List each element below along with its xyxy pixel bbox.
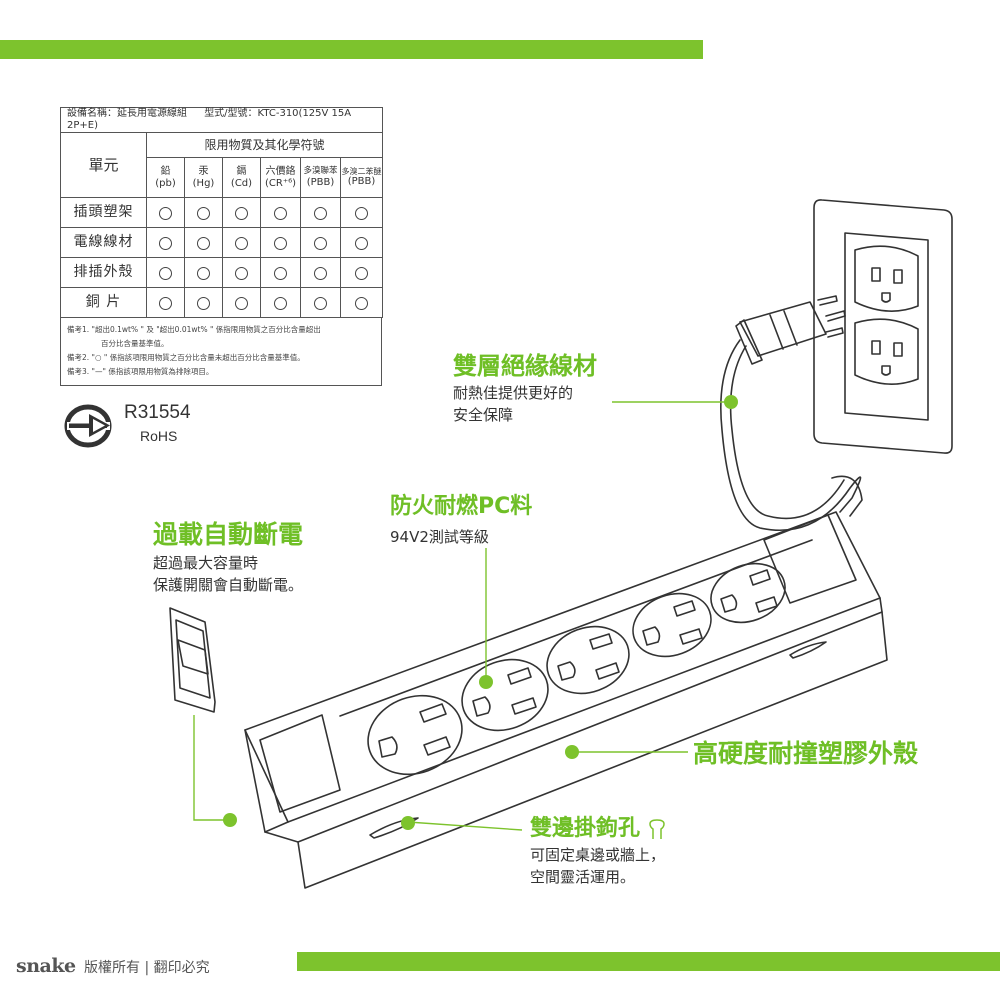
substance-header: 多溴聯苯(PBB) (300, 157, 341, 198)
substance-header: 鉛(pb) (146, 157, 185, 198)
model-number: 型式/型號：KTC-310(125V 15A 2P+E) (67, 108, 352, 131)
fire-desc: 94V2測試等級 (390, 528, 489, 546)
circle-mark (274, 296, 287, 310)
circle-mark (197, 236, 210, 250)
circle-mark (235, 206, 248, 220)
table-row: 排插外殼 (60, 257, 383, 288)
shell-feature: 高硬度耐撞塑膠外殼 (693, 738, 918, 770)
circle-mark (314, 236, 327, 250)
bsmi-code: R31554 (124, 402, 191, 423)
circle-mark (355, 206, 368, 220)
circle-mark (314, 206, 327, 220)
circle-mark (355, 296, 368, 310)
circle-mark (197, 206, 210, 220)
hook-icon (649, 818, 665, 839)
hook-title: 雙邊掛鉤孔 (530, 816, 641, 841)
bottom-accent-bar (297, 952, 1000, 971)
table-notes: 備考1. "超出0.1wt% " 及 "超出0.01wt% " 係指限用物質之百… (60, 318, 382, 386)
circle-mark (274, 266, 287, 280)
top-accent-bar (0, 40, 703, 59)
circle-mark (159, 296, 172, 310)
circle-mark (355, 266, 368, 280)
shell-title: 高硬度耐撞塑膠外殼 (693, 739, 919, 768)
circle-mark (314, 266, 327, 280)
hook-desc-line2: 空間靈活運用。 (530, 868, 636, 886)
circle-mark (235, 236, 248, 250)
fire-feature: 防火耐燃PC料 94V2測試等級 (390, 492, 532, 548)
substance-header: 鎘(Cd) (222, 157, 261, 198)
table-row: 銅 片 (60, 287, 383, 318)
brand-logo: snake (16, 955, 76, 977)
rohs-label: RoHS (140, 428, 178, 444)
table-header-info: 設備名稱：延長用電源線組 型式/型號：KTC-310(125V 15A 2P+E… (60, 107, 383, 133)
circle-mark (159, 266, 172, 280)
circle-mark (235, 266, 248, 280)
equipment-name: 設備名稱：延長用電源線組 (67, 108, 187, 119)
circle-mark (274, 236, 287, 250)
fire-title: 防火耐燃PC料 (390, 494, 533, 519)
circle-mark (159, 206, 172, 220)
cable-desc-line1: 耐熱佳提供更好的 (453, 384, 574, 402)
footer: snake 版權所有 | 翻印必究 (16, 955, 210, 977)
cable-title: 雙層絕緣線材 (453, 352, 597, 380)
circle-mark (197, 296, 210, 310)
substance-group-header: 限用物質及其化學符號 (146, 132, 383, 158)
cable-feature: 雙層絕緣線材 耐熱佳提供更好的 安全保障 (453, 350, 597, 426)
substance-header: 多溴二苯醚(PBB) (340, 157, 383, 198)
overload-feature: 過載自動斷電 超過最大容量時 保護開關會自動斷電。 (153, 518, 303, 596)
circle-mark (314, 296, 327, 310)
cable-desc-line2: 安全保障 (453, 406, 514, 424)
overload-title: 過載自動斷電 (153, 520, 304, 549)
circle-mark (355, 236, 368, 250)
substance-header: 六價鉻(CR⁺⁶) (260, 157, 301, 198)
bsmi-icon (64, 404, 112, 448)
hook-desc-line1: 可固定桌邊或牆上， (530, 846, 666, 864)
note-3: 備考3. "—" 係指該項限用物質為排除項目。 (67, 367, 214, 376)
restricted-substances-table: 設備名稱：延長用電源線組 型式/型號：KTC-310(125V 15A 2P+E… (60, 107, 383, 386)
hook-feature: 雙邊掛鉤孔 可固定桌邊或牆上， 空間靈活運用。 (530, 814, 665, 888)
overload-desc-line1: 超過最大容量時 (153, 554, 259, 572)
circle-mark (197, 266, 210, 280)
note-1: 備考1. "超出0.1wt% " 及 "超出0.01wt% " 係指限用物質之百… (67, 325, 321, 334)
circle-mark (274, 206, 287, 220)
copyright-text: 版權所有 | 翻印必究 (84, 960, 210, 976)
circle-mark (159, 236, 172, 250)
note-1-continued: 百分比含量基準值。 (101, 339, 169, 348)
note-2: 備考2. "○ " 係指該項限用物質之百分比含量未超出百分比含量基準值。 (67, 353, 305, 362)
overload-desc-line2: 保護開關會自動斷電。 (153, 576, 304, 594)
circle-mark (235, 296, 248, 310)
unit-header: 單元 (60, 132, 147, 198)
